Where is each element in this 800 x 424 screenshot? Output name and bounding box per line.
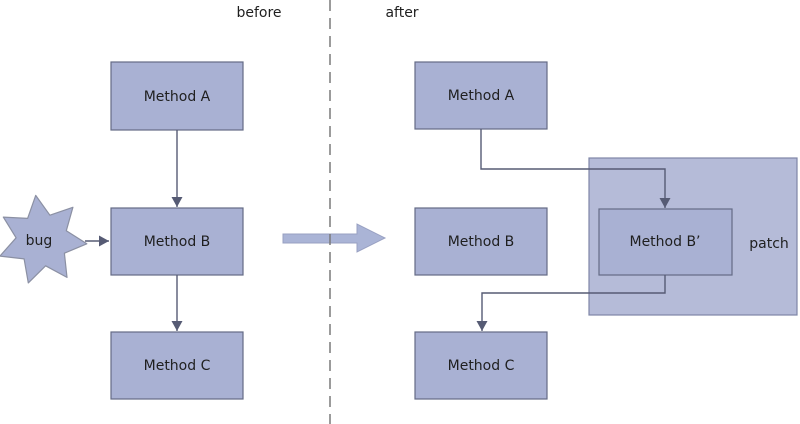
after-method-b-label: Method B bbox=[448, 234, 515, 250]
bug-star bbox=[0, 194, 88, 284]
after-method-c-box bbox=[414, 331, 548, 400]
after-method-b-box bbox=[414, 207, 548, 276]
before-section: Method A Method B Method C bug bbox=[0, 61, 244, 400]
before-label: before bbox=[236, 5, 281, 21]
connector-b-prime-to-c bbox=[476, 275, 666, 331]
after-label: after bbox=[385, 5, 418, 21]
method-b-prime-box bbox=[598, 208, 733, 276]
bug-label: bug bbox=[26, 233, 53, 249]
after-method-a-label: Method A bbox=[448, 88, 515, 104]
before-method-b-box bbox=[110, 207, 244, 276]
patch-label: patch bbox=[749, 236, 789, 252]
method-b-prime-label: Method B’ bbox=[629, 234, 700, 250]
transition-arrow-icon bbox=[282, 223, 387, 253]
before-method-c-box bbox=[110, 331, 244, 400]
before-method-a-label: Method A bbox=[144, 89, 211, 105]
before-method-b-label: Method B bbox=[144, 234, 211, 250]
after-section: patch Method A Method B Method B’ Method… bbox=[414, 61, 798, 400]
after-method-a-box bbox=[414, 61, 548, 130]
before-method-c-label: Method C bbox=[144, 358, 211, 374]
after-method-c-label: Method C bbox=[448, 358, 515, 374]
connector-a-to-b-prime bbox=[480, 129, 671, 208]
before-method-a-box bbox=[110, 61, 244, 131]
